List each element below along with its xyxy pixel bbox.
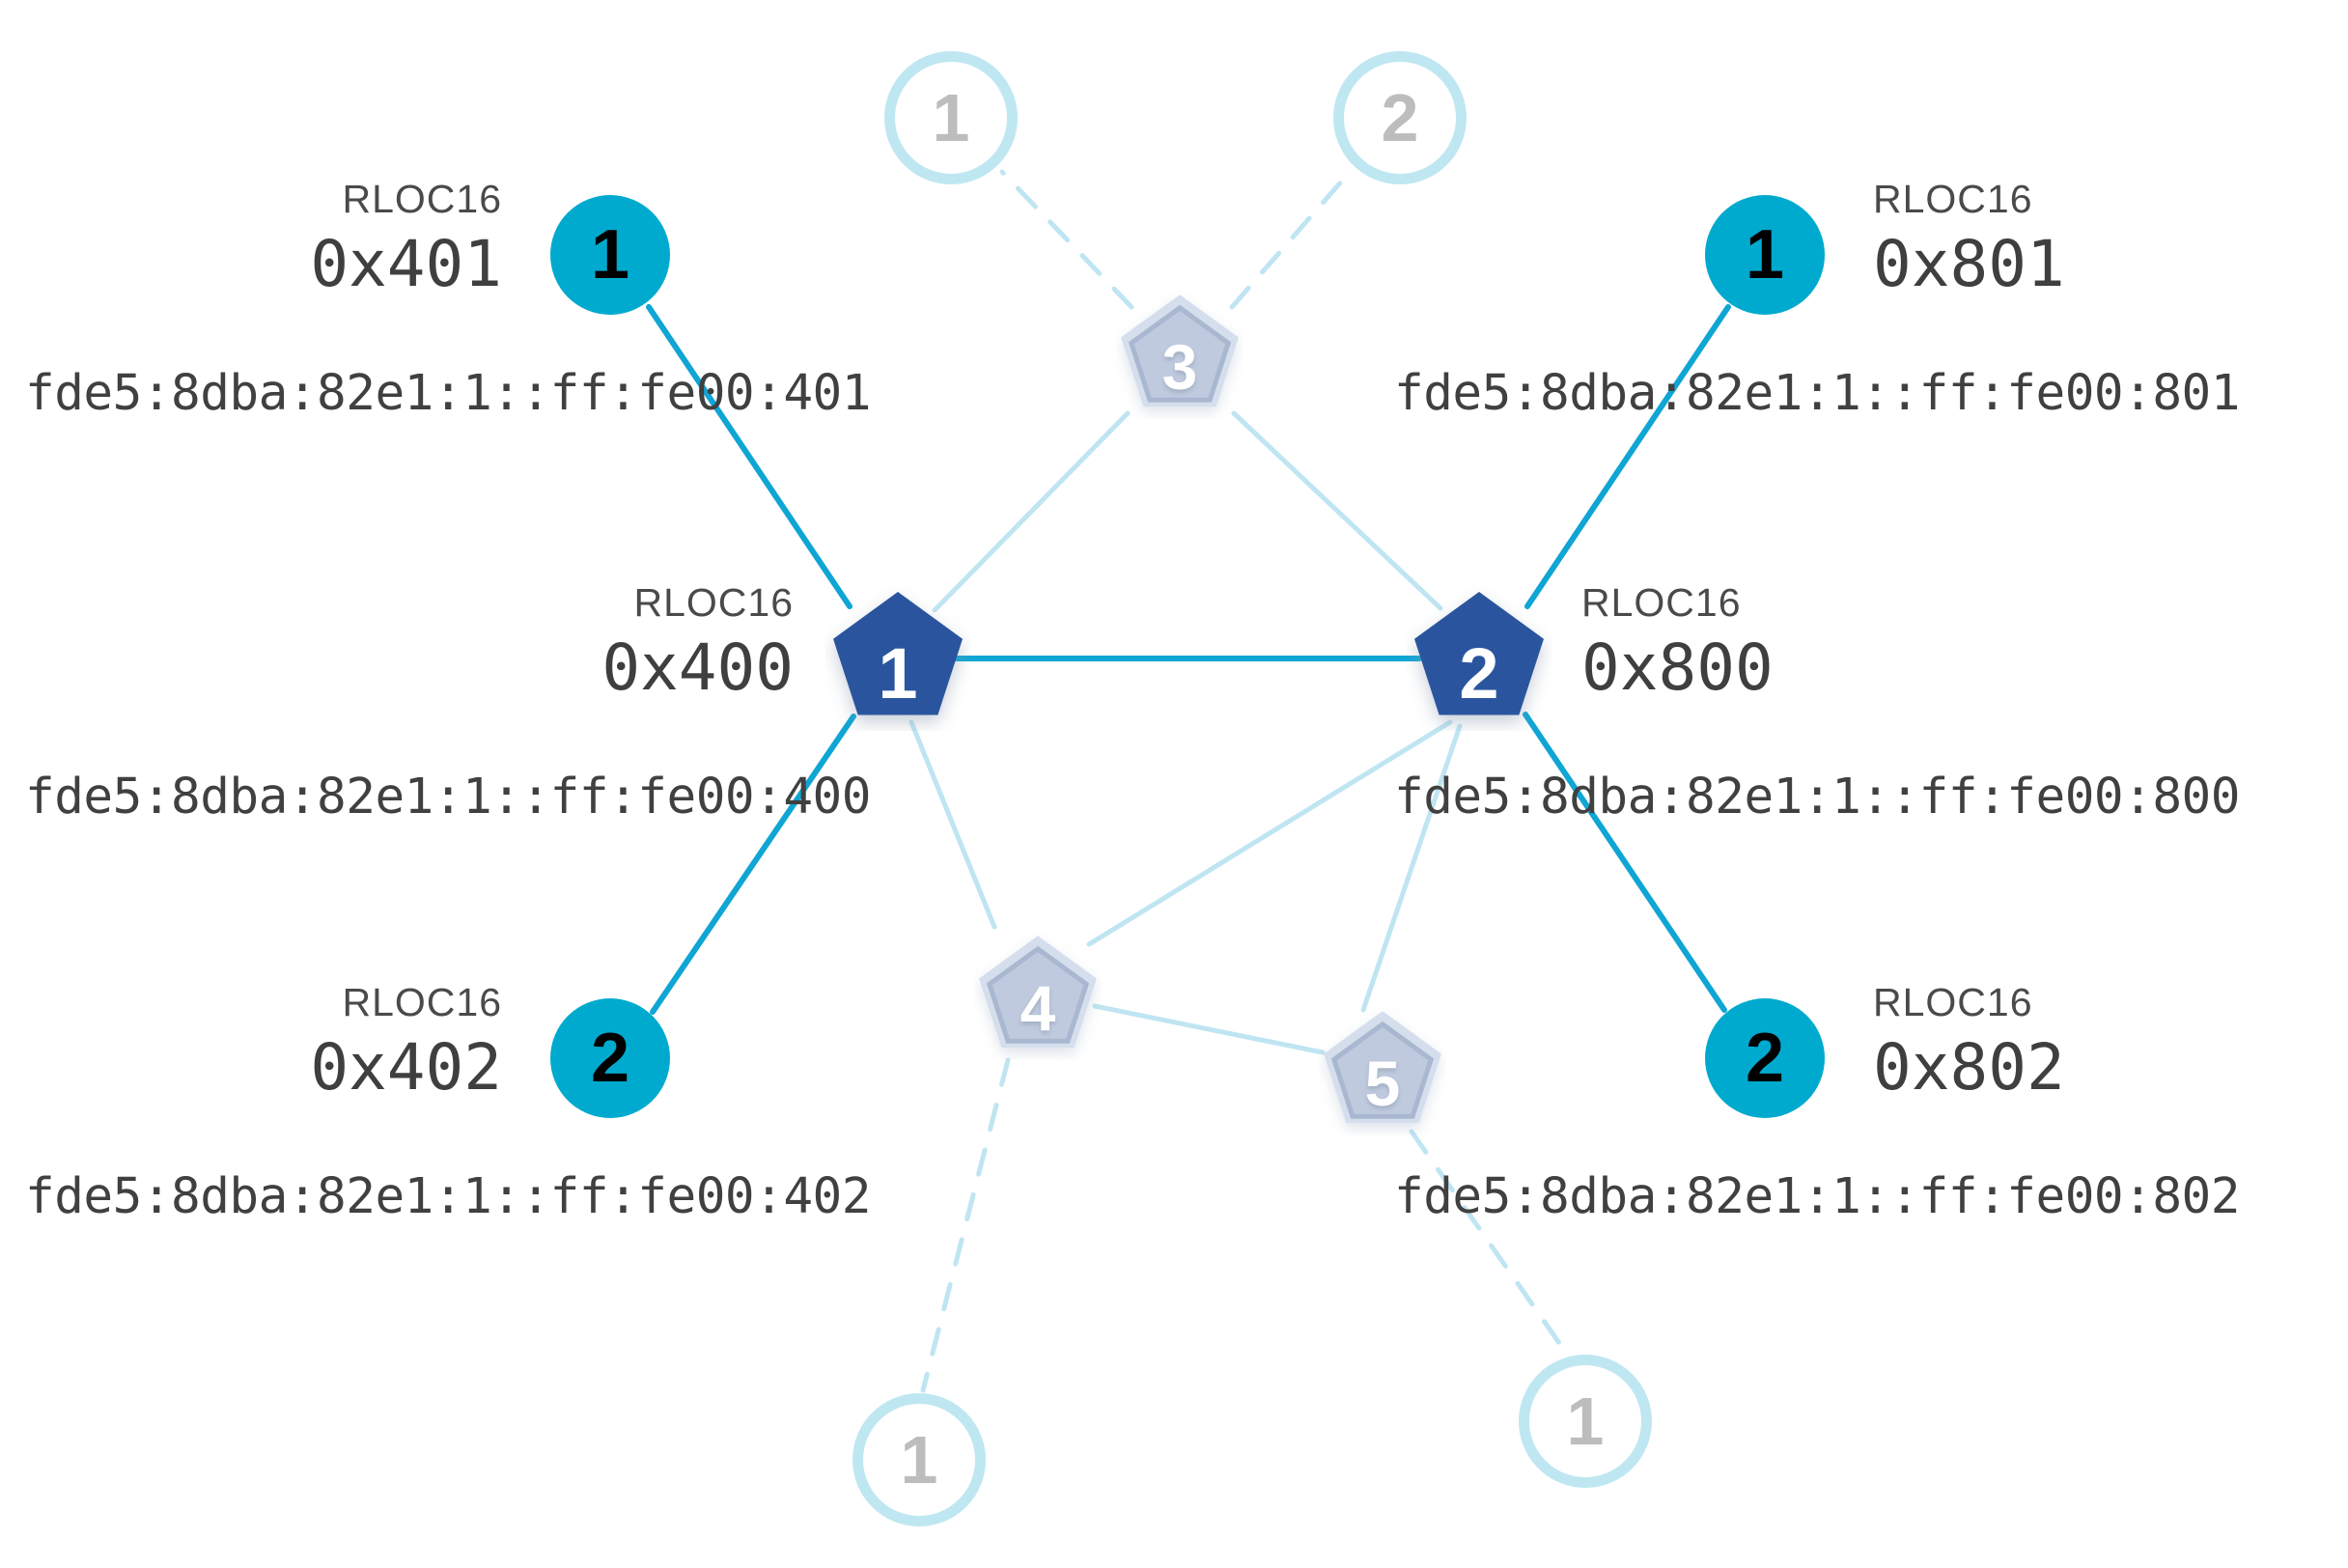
rloc16-title: RLOC16 <box>633 580 794 625</box>
grey-router-3[interactable]: 3 <box>1116 292 1244 419</box>
rloc16-title: RLOC16 <box>342 177 502 221</box>
label-0x800-ipv6-address: fde5:8dba:82e1:1::ff:fe00:800 <box>1394 769 2240 826</box>
grey-router-4[interactable]: 4 <box>974 933 1102 1060</box>
router-0x800[interactable]: 2 <box>1407 586 1551 731</box>
rloc16-value: 0x802 <box>1873 1030 2065 1105</box>
child-0x401[interactable]: 1 <box>550 195 670 315</box>
label-0x800-rloc-block: RLOC16 0x800 <box>1581 580 1774 705</box>
pentagon-shape <box>1414 592 1544 715</box>
topology-link[interactable] <box>646 304 853 609</box>
child-0x801[interactable]: 1 <box>1705 195 1825 315</box>
label-0x400-rloc-block: RLOC16 0x400 <box>601 580 794 705</box>
topology-link[interactable] <box>1524 304 1731 609</box>
rloc16-title: RLOC16 <box>1873 177 2033 221</box>
grey-router-5[interactable]: 5 <box>1319 1008 1446 1135</box>
topology-link[interactable] <box>650 714 856 1015</box>
rloc16-value: 0x401 <box>310 227 502 301</box>
rloc16-title: RLOC16 <box>1581 580 1742 625</box>
router-0x400[interactable]: 1 <box>825 586 970 731</box>
label-0x801-ipv6-address: fde5:8dba:82e1:1::ff:fe00:801 <box>1394 365 2240 422</box>
topology-link[interactable] <box>932 410 1131 613</box>
pentagon-shape <box>1324 1011 1441 1124</box>
topology-link[interactable] <box>1409 1129 1567 1353</box>
rloc16-title: RLOC16 <box>1873 980 2033 1024</box>
ghost-child-top-right[interactable]: 2 <box>1333 51 1467 184</box>
topology-link[interactable] <box>920 1057 1011 1393</box>
label-0x802-rloc-block: RLOC16 0x802 <box>1873 980 2065 1105</box>
label-0x402-rloc-block: RLOC16 0x402 <box>310 980 502 1105</box>
pentagon-shape <box>1121 294 1239 407</box>
rloc16-value: 0x400 <box>601 630 794 705</box>
rloc16-title: RLOC16 <box>342 980 502 1024</box>
child-0x402[interactable]: 2 <box>550 998 670 1118</box>
label-0x801-rloc-block: RLOC16 0x801 <box>1873 177 2065 301</box>
topology-link[interactable] <box>1523 712 1727 1013</box>
rloc16-value: 0x800 <box>1581 630 1774 705</box>
topology-link[interactable] <box>1360 723 1463 1013</box>
ghost-child-bottom-left[interactable]: 1 <box>853 1393 986 1526</box>
label-0x401-rloc-block: RLOC16 0x401 <box>310 177 502 301</box>
label-0x401-ipv6-address: fde5:8dba:82e1:1::ff:fe00:401 <box>25 365 871 422</box>
label-0x402-ipv6-address: fde5:8dba:82e1:1::ff:fe00:402 <box>25 1168 871 1225</box>
topology-link[interactable] <box>1229 169 1353 310</box>
rloc16-value: 0x801 <box>1873 227 2065 301</box>
ghost-child-top-left[interactable]: 1 <box>884 51 1018 184</box>
child-0x802[interactable]: 2 <box>1705 998 1825 1118</box>
topology-link[interactable] <box>1086 719 1453 947</box>
pentagon-shape <box>833 592 963 715</box>
ghost-child-bottom-right[interactable]: 1 <box>1519 1355 1652 1488</box>
pentagon-shape <box>979 936 1097 1049</box>
topology-link[interactable] <box>908 719 997 930</box>
topology-link[interactable] <box>1092 1003 1326 1055</box>
rloc16-value: 0x402 <box>310 1030 502 1105</box>
topology-link[interactable] <box>1231 410 1443 611</box>
label-0x802-ipv6-address: fde5:8dba:82e1:1::ff:fe00:802 <box>1394 1168 2240 1225</box>
label-0x400-ipv6-address: fde5:8dba:82e1:1::ff:fe00:400 <box>25 769 871 826</box>
topology-link[interactable] <box>999 169 1134 310</box>
